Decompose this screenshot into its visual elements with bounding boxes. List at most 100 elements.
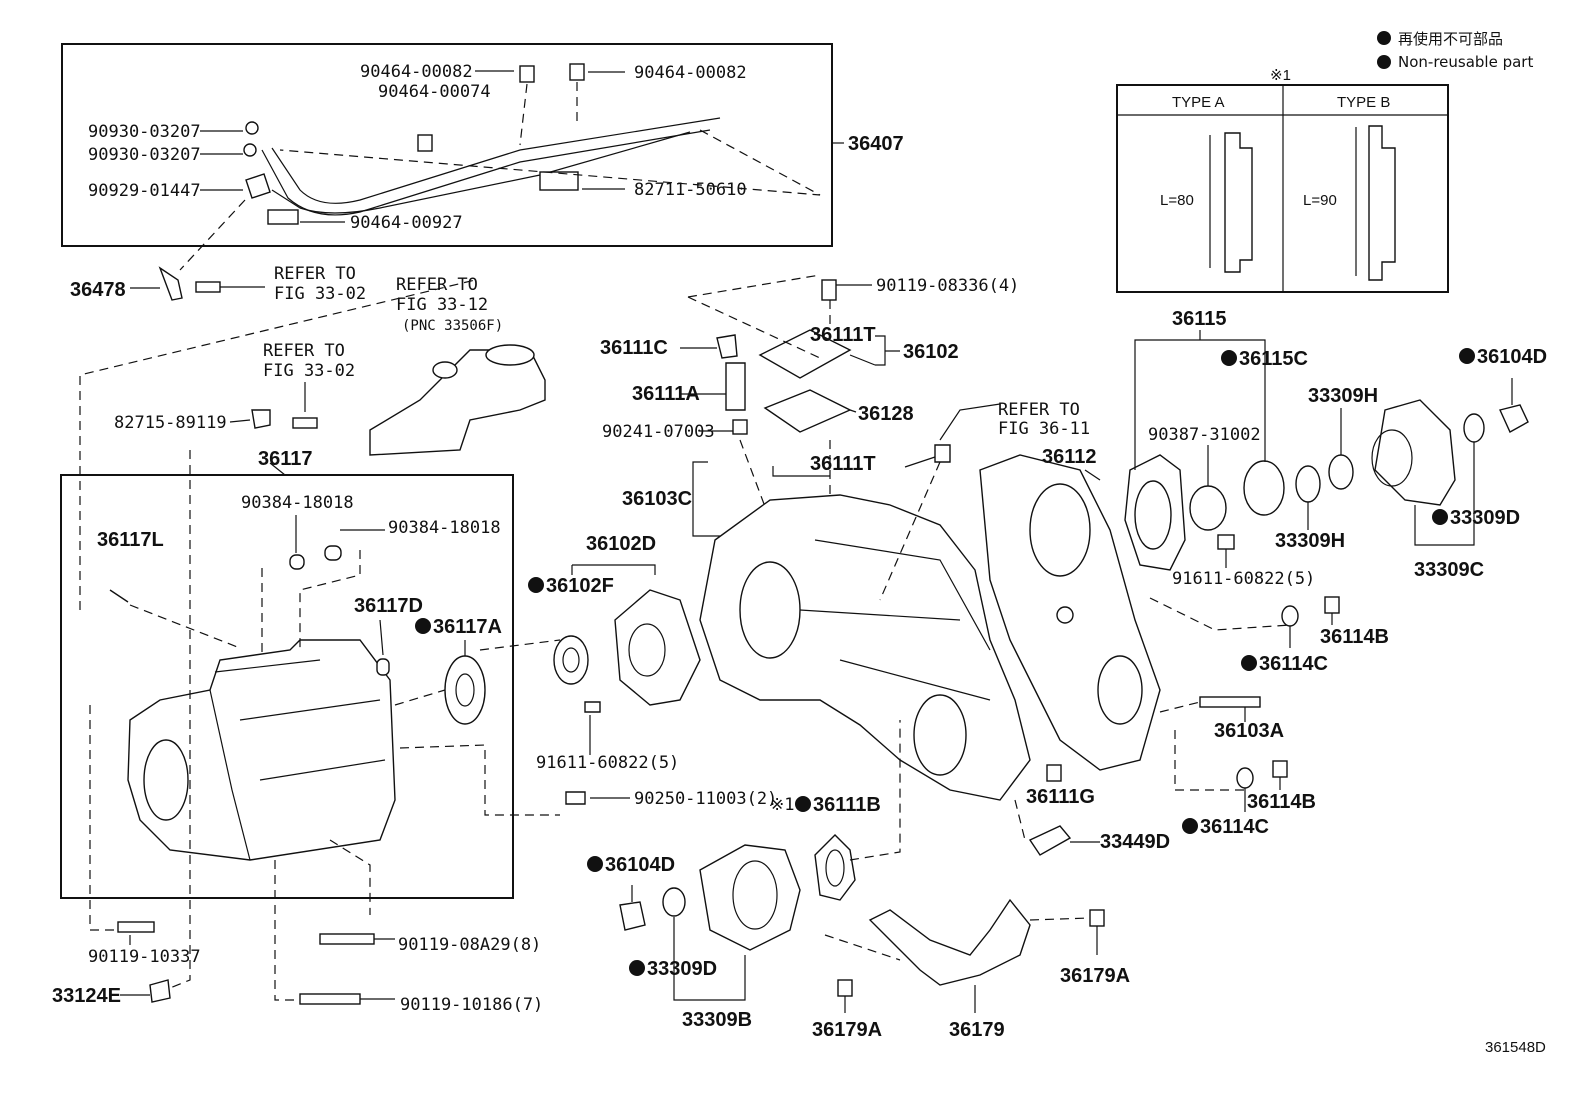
leader-dash: [89, 705, 120, 931]
plug-36111G: [1046, 764, 1062, 782]
retainer-36102D: [614, 589, 701, 706]
sleeve-90387-31002: [1189, 485, 1227, 531]
housing-edge: [209, 689, 251, 861]
retainer-bore: [628, 623, 666, 677]
flange-spline: [1371, 429, 1413, 487]
label-82715-89119: 82715-89119: [114, 413, 227, 433]
leader-line: [849, 409, 857, 413]
flange-hub: [732, 860, 778, 930]
label-33309D: 33309D: [647, 958, 717, 980]
case-edge: [799, 609, 961, 621]
label-90930-03207: 90930-03207: [88, 122, 201, 142]
label-36111A: 36111A: [632, 383, 700, 405]
housing-edge: [259, 759, 386, 781]
breather-hose-box: [61, 43, 844, 271]
label-refer-to: REFER TO: [998, 400, 1080, 420]
label-36114B: 36114B: [1320, 626, 1389, 648]
label-36407: 36407: [848, 133, 904, 155]
clamp-90464-00082-a: [519, 65, 535, 83]
label-36117A: 36117A: [433, 616, 502, 638]
transfer-adapter: [369, 349, 546, 456]
type-b-sleeve: [1368, 125, 1396, 281]
label-90250-11003: 90250-11003(2): [634, 789, 777, 809]
clamp-90464-00082-b: [569, 63, 585, 81]
union-90929-01447: [245, 173, 271, 199]
leader-dash: [129, 604, 241, 649]
bearing-inner: [455, 673, 475, 707]
leader-line: [379, 619, 384, 656]
label-36103A: 36103A: [1214, 720, 1284, 742]
gasket-36114C-b: [1236, 767, 1254, 789]
non-reusable-bullet-icon: [1241, 655, 1257, 671]
leader-dash: [179, 199, 246, 271]
type-inset: ※1 TYPE A TYPE B L=80 L=90: [1116, 67, 1449, 293]
washer-33309D: [1463, 413, 1485, 443]
label-36117L: 36117L: [97, 529, 164, 551]
label-33124E: 33124E: [52, 985, 121, 1007]
cover-36111T: [758, 329, 852, 379]
label-36179A: 36179A: [1060, 965, 1130, 987]
gasket-36128: [763, 389, 852, 433]
plug-90930-03207-a: [245, 121, 259, 135]
leader-line: [904, 456, 936, 468]
label-36111B: 36111B: [813, 794, 881, 816]
bolt-36114B-b: [1272, 760, 1288, 778]
plug-90384-18018-b: [324, 545, 342, 561]
label-91611-60822: 91611-60822(5): [536, 753, 679, 773]
non-reusable-bullet-icon: [629, 960, 645, 976]
bolt-36179A-a: [837, 979, 853, 997]
label-36115: 36115: [1172, 308, 1227, 330]
type-b-length: L=90: [1303, 192, 1337, 209]
case-edge: [839, 659, 991, 701]
pin-36117L: [109, 589, 129, 603]
label-pnc: (PNC 33506F): [402, 318, 503, 334]
retainer-bore: [1134, 480, 1172, 550]
leader-dash: [79, 279, 476, 610]
flange-33309B: [699, 844, 801, 951]
label-36115C: 36115C: [1239, 348, 1308, 370]
clamp-90464-00927: [267, 209, 299, 225]
nut-36104D: [619, 901, 646, 931]
clamp-82711-50610: [539, 171, 579, 191]
type-a-sleeve: [1224, 132, 1253, 273]
plug-90930-03207-b: [243, 143, 257, 157]
legend-jp: 再使用不可部品: [1398, 30, 1503, 48]
adapter-housing-box: [60, 279, 561, 1001]
label-33449D: 33449D: [1100, 831, 1170, 853]
washer-33309D: [662, 887, 686, 917]
part-labels: 90464-00082 90464-00074 90464-00082 9093…: [52, 62, 1547, 1041]
label-note-mark: ※1: [770, 795, 794, 815]
label-36104D: 36104D: [605, 854, 675, 876]
label-90929-01447: 90929-01447: [88, 181, 201, 201]
bolt-90119-08336: [821, 279, 837, 301]
bolt-91611-60822-a: [584, 701, 601, 713]
adapter-housing: [127, 639, 396, 861]
label-36114C: 36114C: [1200, 816, 1269, 838]
bearing-36117A: [444, 655, 486, 725]
label-36111C: 36111C: [600, 337, 668, 359]
leader-dash: [824, 934, 901, 961]
non-reusable-bullet-icon: [1377, 55, 1391, 69]
label-36111T: 36111T: [810, 324, 876, 346]
label-36114C: 36114C: [1259, 653, 1328, 675]
flange-33309C: [1374, 399, 1456, 506]
leader-dash: [1149, 597, 1291, 631]
non-reusable-bullet-icon: [1459, 348, 1475, 364]
label-36103C: 36103C: [622, 488, 692, 510]
legend-en: Non-reusable part: [1398, 53, 1533, 71]
plug-36117D: [376, 658, 390, 676]
leader-dash: [1159, 701, 1201, 713]
bracket-lines: [673, 917, 746, 1001]
leader-line: [269, 462, 286, 476]
bolt-36478: [195, 281, 221, 293]
rear-case-bore-lower: [1097, 655, 1143, 725]
label-90464-00927: 90464-00927: [350, 213, 463, 233]
bolt-36179A-b: [1089, 909, 1105, 927]
label-36114B: 36114B: [1247, 791, 1316, 813]
label-36478: 36478: [70, 279, 126, 301]
label-90119-10186: 90119-10186(7): [400, 995, 543, 1015]
label-36102D: 36102D: [586, 533, 656, 555]
non-reusable-bullet-icon: [415, 618, 431, 634]
leader-dash: [1029, 917, 1091, 921]
label-36128: 36128: [858, 403, 914, 425]
